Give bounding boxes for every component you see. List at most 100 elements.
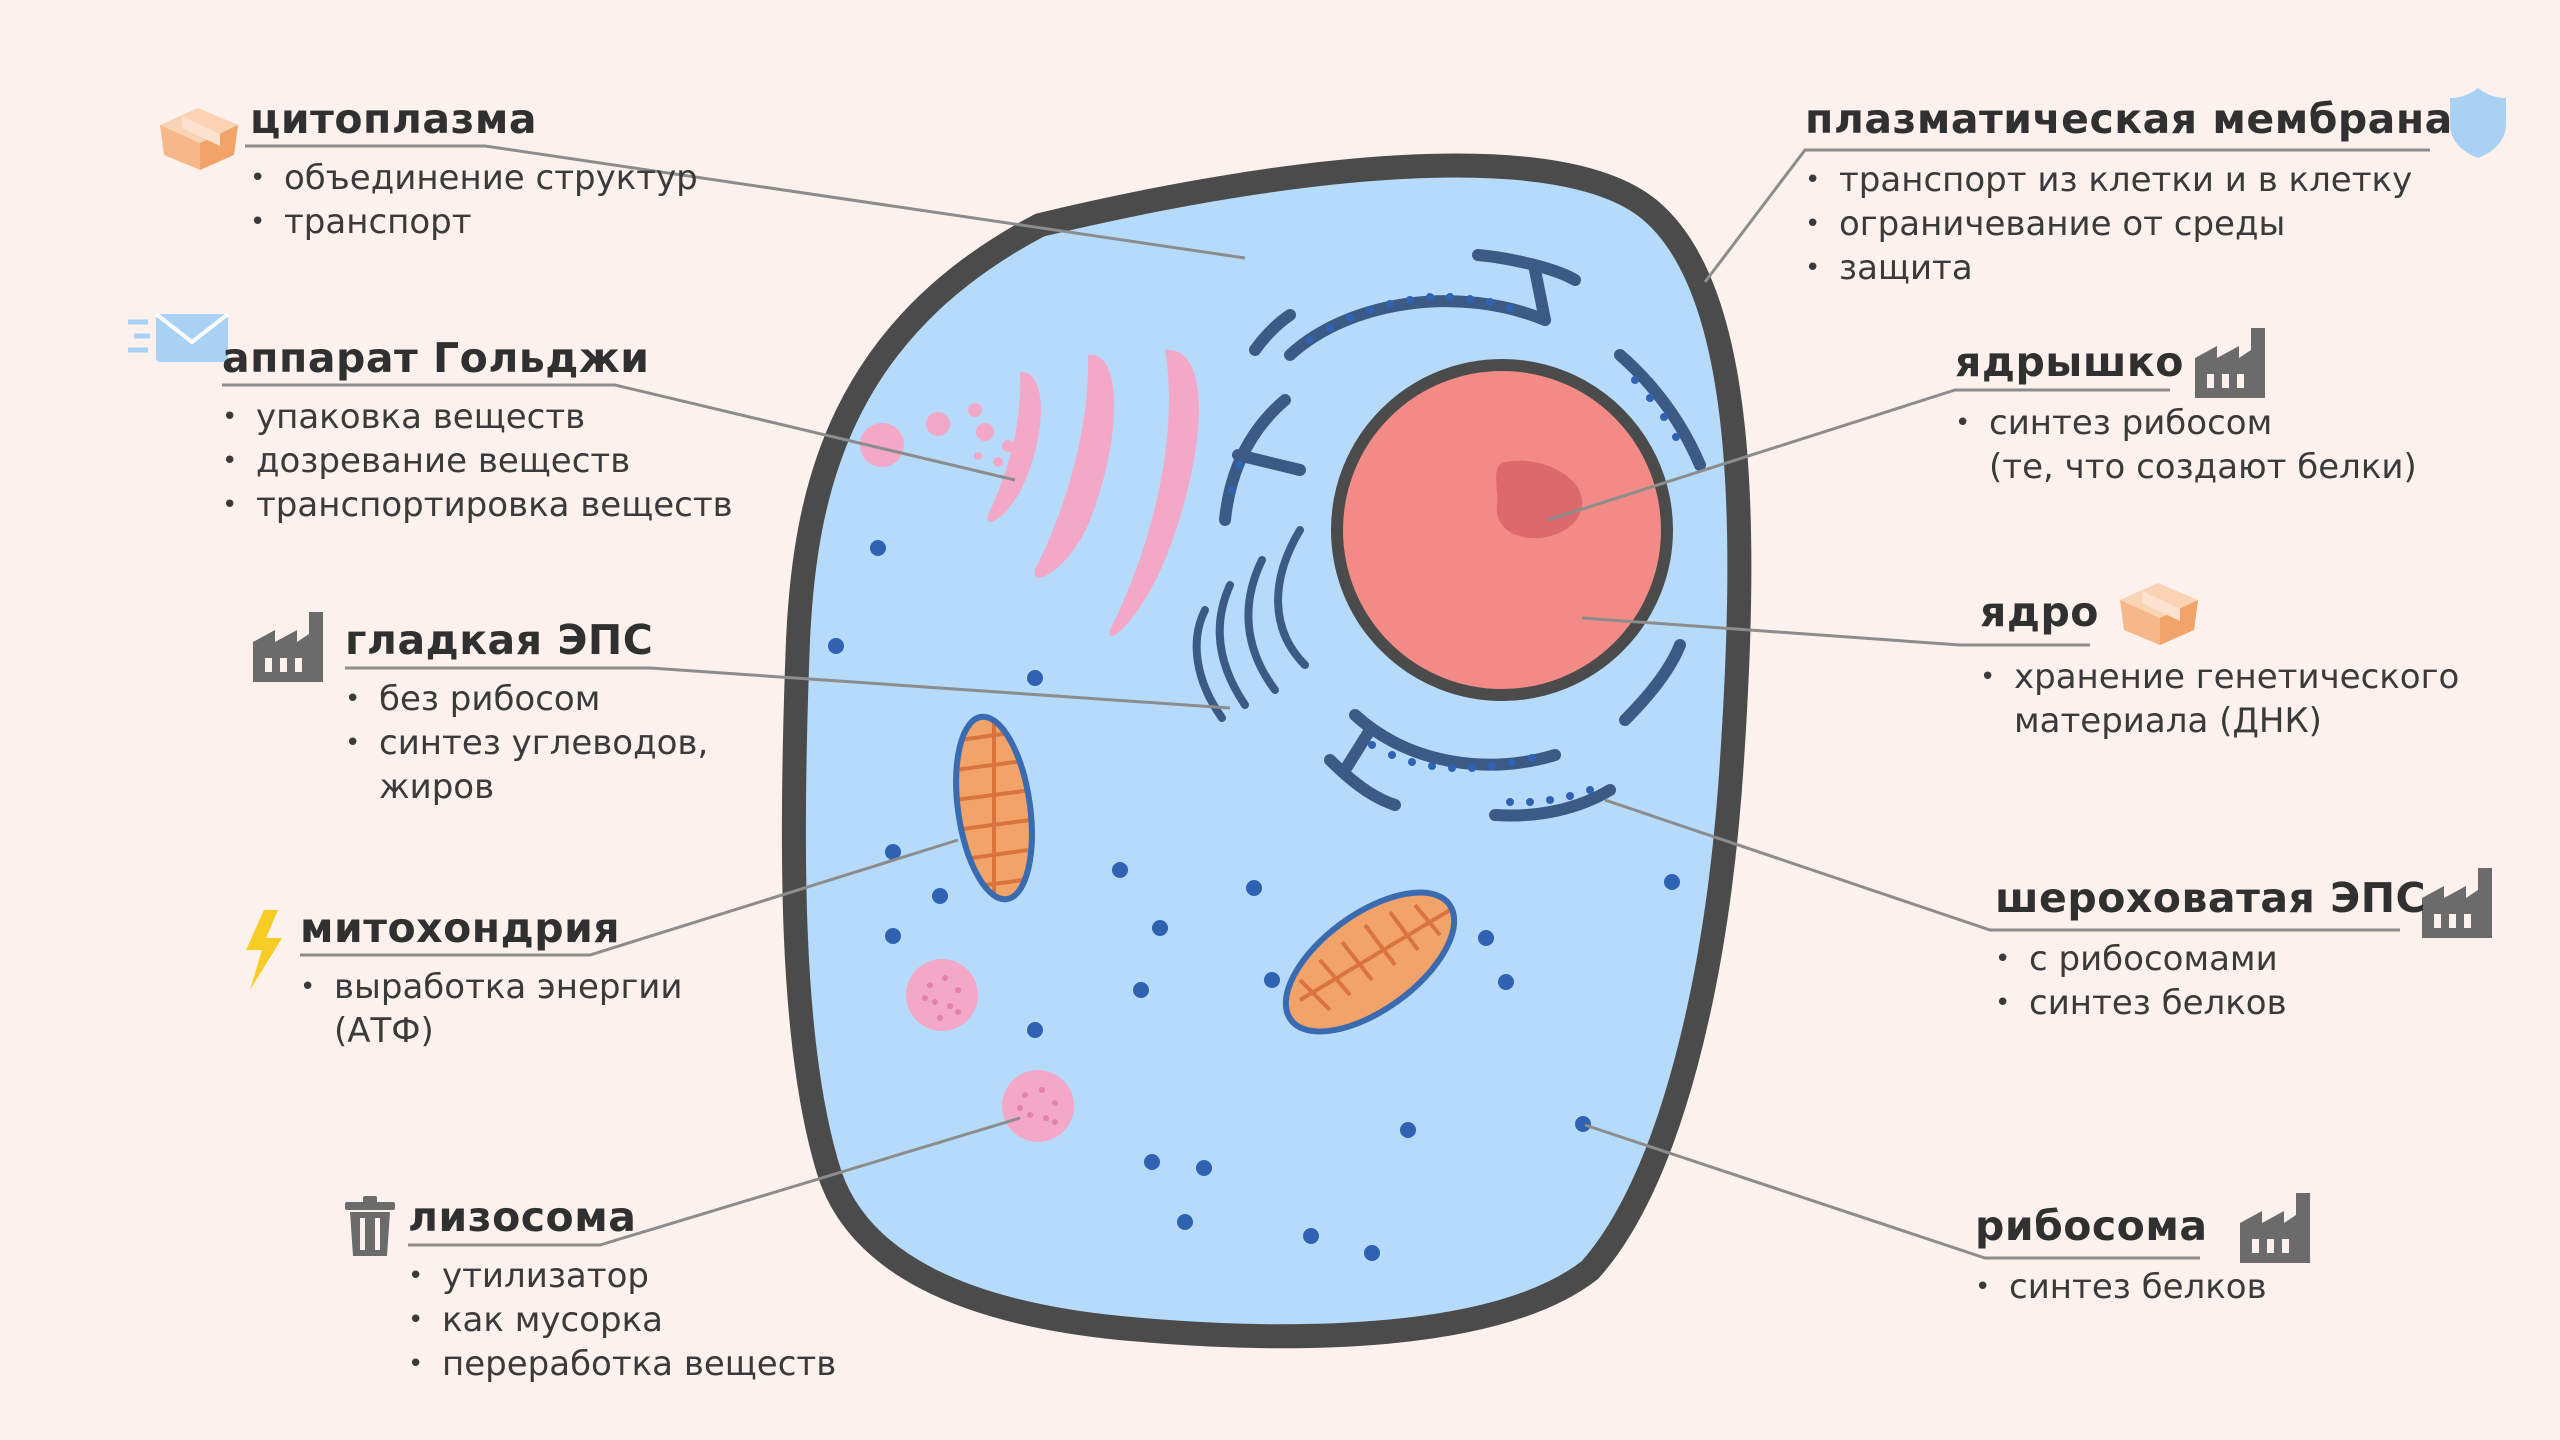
golgi-cisterna <box>1034 354 1115 578</box>
golgi-apparatus <box>860 349 1199 637</box>
bullet: транспортировка веществ <box>222 483 733 527</box>
golgi-vesicle <box>968 403 982 417</box>
factory-icon <box>2422 868 2492 938</box>
label-golgi: аппарат Гольджи упаковка веществ дозрева… <box>222 334 733 527</box>
label-bullets: без рибосом синтез углеводов, жиров <box>345 677 708 809</box>
bullet-continuation: (те, что создают белки) <box>1989 447 2417 488</box>
bullet-continuation: материала (ДНК) <box>2014 701 2322 742</box>
label-title: рибосома <box>1975 1202 2208 1250</box>
nucleus <box>1331 359 1673 701</box>
lightning-icon <box>246 910 282 990</box>
golgi-vesicle <box>1002 440 1014 452</box>
leader-smooth-er <box>345 666 1231 710</box>
bullet: защита <box>1805 246 2453 290</box>
rough-er-arc <box>1614 349 1706 471</box>
bullet: дозревание веществ <box>222 439 733 483</box>
bullet: транспорт <box>250 200 698 244</box>
bullet: выработка энергии <box>300 965 683 1009</box>
label-bullets: синтез белков <box>1975 1265 2267 1309</box>
envelope-icon <box>128 312 230 362</box>
label-cytoplasm: цитоплазма объединение структур транспор… <box>250 95 698 244</box>
bullet: синтез белков <box>1995 981 2426 1025</box>
rough-er-arc <box>1489 784 1616 822</box>
bullet: как мусорка <box>408 1298 836 1342</box>
free-ribosomes <box>828 540 1680 1261</box>
label-title: ядрышко <box>1955 338 2184 386</box>
leader-membrane <box>1703 148 2430 283</box>
trash-icon <box>345 1196 395 1256</box>
factory-icon <box>2240 1193 2310 1263</box>
bullet-continuation: (АТФ) <box>334 1011 434 1052</box>
label-nucleolus: ядрышко синтез рибосом (те, что создают … <box>1955 338 2417 489</box>
label-title: гладкая ЭПС <box>345 616 654 664</box>
bullet: с рибосомами <box>1995 937 2426 981</box>
bullet: без рибосом <box>345 677 708 721</box>
bullet: ограничевание от среды <box>1805 202 2453 246</box>
label-bullets: транспорт из клетки и в клетку ограничев… <box>1805 158 2453 290</box>
golgi-vesicle <box>860 423 904 467</box>
label-bullets: с рибосомами синтез белков <box>1995 937 2426 1025</box>
bullet: синтез рибосом <box>1955 401 2417 445</box>
rough-er-ribosomes <box>1228 293 1680 806</box>
rough-er-arc <box>1324 754 1401 811</box>
golgi-cisterna <box>987 371 1041 522</box>
label-title: ядро <box>1980 588 2099 636</box>
bullet-continuation: жиров <box>379 767 495 808</box>
golgi-vesicle <box>926 412 950 436</box>
rough-er-tick <box>1232 449 1306 476</box>
label-membrane: плазматическая мембрана транспорт из кле… <box>1805 95 2453 290</box>
bullet: синтез белков <box>1975 1265 2267 1309</box>
rough-er-arc <box>1249 309 1296 356</box>
lysosome <box>906 959 978 1031</box>
label-title: лизосома <box>408 1193 637 1241</box>
label-rough-er: шероховатая ЭПС с рибосомами синтез белк… <box>1995 874 2427 1025</box>
label-bullets: выработка энергии (АТФ) <box>300 965 683 1053</box>
leader-cytoplasm <box>245 144 1246 260</box>
lysosome <box>1002 1070 1074 1142</box>
golgi-vesicle <box>976 423 994 441</box>
shield-icon <box>2450 88 2506 158</box>
leader-rough-er <box>1604 798 2400 932</box>
leader-ribosome <box>1584 1123 2200 1260</box>
box-icon <box>2120 583 2198 645</box>
rough-er-tick <box>1339 724 1376 776</box>
bullet: утилизатор <box>408 1254 836 1298</box>
label-bullets: утилизатор как мусорка переработка вещес… <box>408 1254 836 1386</box>
label-title: аппарат Гольджи <box>222 334 650 382</box>
bullet: транспорт из клетки и в клетку <box>1805 158 2453 202</box>
label-bullets: упаковка веществ дозревание веществ тран… <box>222 395 733 527</box>
leader-lines <box>222 144 2430 1260</box>
label-bullets: объединение структур транспорт <box>250 156 698 244</box>
factory-icon <box>2195 328 2265 398</box>
nucleolus <box>1496 460 1583 539</box>
rough-er-arc <box>1619 639 1686 726</box>
rough-er-tick <box>1529 264 1551 326</box>
label-title: шероховатая ЭПС <box>1995 874 2427 922</box>
leader-lysosome <box>408 1116 1021 1247</box>
label-title: цитоплазма <box>250 95 538 143</box>
label-mitochondria: митохондрия выработка энергии (АТФ) <box>300 904 683 1053</box>
bullet: переработка веществ <box>408 1342 836 1386</box>
leader-nucleus <box>1581 616 2090 647</box>
label-lysosome: лизосома утилизатор как мусорка перерабо… <box>408 1193 836 1386</box>
leader-nucleolus <box>1547 388 2170 522</box>
rough-er-arc <box>1472 249 1581 286</box>
bullet: упаковка веществ <box>222 395 733 439</box>
box-icon <box>160 108 238 170</box>
label-ribosome: рибосома синтез белков <box>1975 1202 2267 1309</box>
factory-icon <box>253 612 323 682</box>
label-bullets: синтез рибосом (те, что создают белки) <box>1955 401 2417 489</box>
label-nucleus: ядро хранение генетического материала (Д… <box>1980 588 2459 743</box>
label-smooth-er: гладкая ЭПС без рибосом синтез углеводов… <box>345 616 708 809</box>
label-title: плазматическая мембрана <box>1805 95 2453 143</box>
leader-mitochondria <box>300 838 959 957</box>
bullet: хранение генетического <box>1980 655 2459 699</box>
golgi-vesicle <box>993 457 1003 467</box>
label-title: митохондрия <box>300 904 621 952</box>
golgi-cisterna <box>1109 349 1199 637</box>
golgi-vesicle <box>974 452 982 460</box>
leader-golgi <box>222 383 1016 482</box>
bullet: объединение структур <box>250 156 698 200</box>
